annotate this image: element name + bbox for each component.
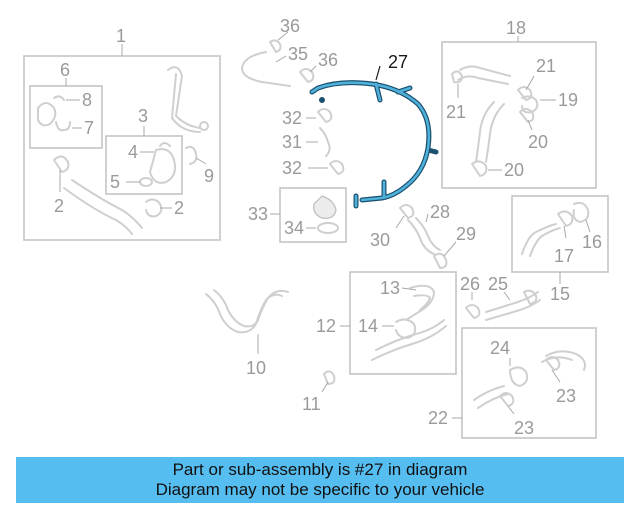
callout-12: 12 (316, 316, 336, 336)
banner-line-1: Part or sub-assembly is #27 in diagram (172, 460, 468, 479)
callout-2a: 2 (54, 196, 64, 216)
callout-17: 17 (554, 246, 574, 266)
assembly-box-18 (441, 41, 597, 189)
callout-30: 30 (370, 230, 390, 250)
callout-6: 6 (60, 60, 70, 80)
callout-19: 19 (558, 90, 578, 110)
callout-32b: 32 (282, 158, 302, 178)
callout-23a: 23 (556, 386, 576, 406)
callout-31: 31 (282, 132, 302, 152)
callout-2b: 2 (174, 198, 184, 218)
callout-5: 5 (110, 172, 120, 192)
callout-9: 9 (204, 166, 214, 186)
callout-21b: 21 (536, 56, 556, 76)
callout-14: 14 (358, 316, 378, 336)
callout-3: 3 (138, 106, 148, 126)
callout-20a: 20 (528, 132, 548, 152)
callout-23b: 23 (514, 418, 534, 438)
callout-4: 4 (128, 142, 138, 162)
callout-13: 13 (380, 278, 400, 298)
callout-18: 18 (506, 18, 526, 38)
callout-10: 10 (246, 358, 266, 378)
callout-36b: 36 (318, 50, 338, 70)
callout-34: 34 (284, 218, 304, 238)
callout-1: 1 (116, 26, 126, 46)
callout-35: 35 (288, 44, 308, 64)
callout-24: 24 (490, 338, 510, 358)
callout-36a: 36 (280, 16, 300, 36)
assembly-box-33 (279, 187, 347, 243)
callout-7: 7 (84, 118, 94, 138)
info-banner: Part or sub-assembly is #27 in diagram D… (16, 457, 624, 503)
callout-21a: 21 (446, 102, 466, 122)
callout-20b: 20 (504, 160, 524, 180)
callout-15: 15 (550, 284, 570, 304)
assembly-box-12 (349, 271, 457, 375)
callout-26: 26 (460, 274, 480, 294)
callout-11: 11 (302, 394, 321, 414)
part-27-harness[interactable] (309, 80, 439, 209)
callout-22: 22 (428, 408, 448, 428)
callout-29: 29 (456, 224, 476, 244)
callout-25: 25 (488, 274, 508, 294)
hose-35 (241, 51, 291, 87)
callout-32a: 32 (282, 108, 302, 128)
callout-8: 8 (82, 90, 92, 110)
parts-diagram: 1 6 8 7 3 4 5 9 2 2 36 35 36 32 31 32 (23, 16, 609, 439)
assembly-box-22 (461, 327, 597, 439)
banner-line-2: Diagram may not be specific to your vehi… (155, 480, 485, 499)
callout-33: 33 (248, 204, 268, 224)
callout-27: 27 (388, 52, 408, 72)
callout-16: 16 (582, 232, 602, 252)
callout-28: 28 (430, 202, 450, 222)
